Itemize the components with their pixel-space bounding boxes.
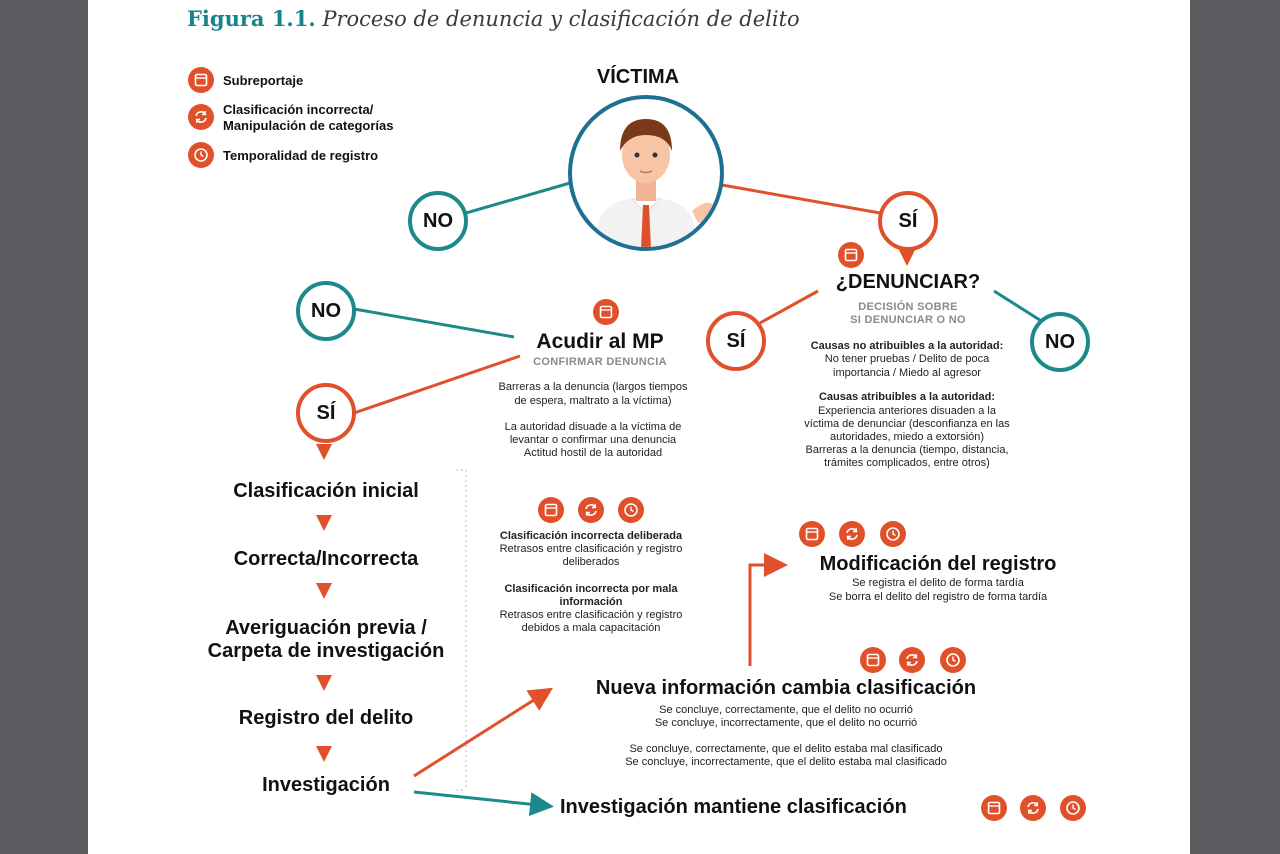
step-clasificacion-inicial: Clasificación inicial xyxy=(233,480,419,503)
legend-clasificacion-line2: Manipulación de categorías xyxy=(223,118,394,134)
clock-icon xyxy=(188,142,214,168)
causas-no-title: Causas no atribuibles a la autoridad: xyxy=(811,340,1004,354)
nueva-info-line3: Se concluye, correctamente, que el delit… xyxy=(629,743,942,757)
refresh-icon xyxy=(899,647,925,673)
clasif-deliberada-title: Clasificación incorrecta deliberada xyxy=(500,530,682,544)
step-carpeta-investigacion: Carpeta de investigación xyxy=(208,640,445,663)
clock-icon xyxy=(618,497,644,523)
legend-temporalidad: Temporalidad de registro xyxy=(223,148,378,164)
calendar-icon xyxy=(593,299,619,325)
refresh-icon xyxy=(1020,795,1046,821)
node-no-denunciar: NO xyxy=(1030,312,1090,372)
mp-line2: de espera, maltrato a la víctima) xyxy=(514,395,671,409)
causas-no-line1: No tener pruebas / Delito de poca xyxy=(825,353,990,367)
step-averiguacion-previa: Averiguación previa / xyxy=(225,617,427,640)
mp-line4: levantar o confirmar una denuncia xyxy=(510,434,676,448)
mp-line5: Actitud hostil de la autoridad xyxy=(524,447,662,461)
denunciar-sub1: DECISIÓN SOBRE xyxy=(858,301,958,313)
calendar-icon xyxy=(981,795,1007,821)
calendar-icon xyxy=(838,242,864,268)
mp-line1: Barreras a la denuncia (largos tiempos xyxy=(499,381,688,395)
clasif-deliberada-line2: deliberados xyxy=(563,556,620,570)
clasif-mala-info-line2: debidos a mala capacitación xyxy=(522,622,661,636)
modificacion-line2: Se borra el delito del registro de forma… xyxy=(829,591,1047,605)
causas-si-line5: trámites complicados, entre otros) xyxy=(824,457,990,471)
refresh-icon xyxy=(839,521,865,547)
mp-line3: La autoridad disuade a la víctima de xyxy=(505,421,682,435)
modificacion-title: Modificación del registro xyxy=(820,553,1057,576)
victim-avatar xyxy=(568,95,724,251)
denunciar-title: ¿DENUNCIAR? xyxy=(836,271,980,294)
calendar-icon xyxy=(538,497,564,523)
nueva-info-line1: Se concluye, correctamente, que el delit… xyxy=(659,704,913,718)
mp-title: Acudir al MP xyxy=(536,330,663,354)
modificacion-line1: Se registra el delito de forma tardía xyxy=(852,577,1024,591)
clasif-mala-info-title2: información xyxy=(560,596,623,610)
node-no-mp: NO xyxy=(296,281,356,341)
nueva-info-line4: Se concluye, incorrectamente, que el del… xyxy=(625,756,947,770)
causas-si-line1: Experiencia anteriores disuaden a la xyxy=(818,405,996,419)
clasif-mala-info-line1: Retrasos entre clasificación y registro xyxy=(500,609,683,623)
refresh-icon xyxy=(188,104,214,130)
calendar-icon xyxy=(860,647,886,673)
node-si-denunciar: SÍ xyxy=(706,311,766,371)
causas-si-line3: autoridades, miedo a extorsión) xyxy=(830,431,984,445)
clasif-mala-info-title1: Clasificación incorrecta por mala xyxy=(504,583,677,597)
causas-si-line2: víctima de denunciar (desconfianza en la… xyxy=(804,418,1009,432)
nueva-info-line2: Se concluye, incorrectamente, que el del… xyxy=(655,717,917,731)
legend-clasificacion: Clasificación incorrecta/ Manipulación d… xyxy=(223,102,394,134)
denunciar-sub2: SI DENUNCIAR O NO xyxy=(850,314,966,326)
refresh-icon xyxy=(578,497,604,523)
step-registro-delito: Registro del delito xyxy=(239,707,413,730)
causas-si-line4: Barreras a la denuncia (tiempo, distanci… xyxy=(806,444,1009,458)
legend-subreportaje: Subreportaje xyxy=(223,73,303,89)
clasif-deliberada-line1: Retrasos entre clasificación y registro xyxy=(500,543,683,557)
step-correcta-incorrecta: Correcta/Incorrecta xyxy=(234,548,419,571)
step-investigacion: Investigación xyxy=(262,774,390,797)
node-si-victim: SÍ xyxy=(878,191,938,251)
causas-no-line2: importancia / Miedo al agresor xyxy=(833,367,981,381)
node-no-victim: NO xyxy=(408,191,468,251)
clock-icon xyxy=(940,647,966,673)
clock-icon xyxy=(1060,795,1086,821)
calendar-icon xyxy=(188,67,214,93)
mp-sub: CONFIRMAR DENUNCIA xyxy=(533,356,667,368)
calendar-icon xyxy=(799,521,825,547)
victim-title: VÍCTIMA xyxy=(597,66,679,89)
nueva-info-title: Nueva información cambia clasificación xyxy=(596,677,976,700)
node-si-mp: SÍ xyxy=(296,383,356,443)
causas-si-title: Causas atribuibles a la autoridad: xyxy=(819,391,995,405)
mantiene-title: Investigación mantiene clasificación xyxy=(560,796,907,819)
legend-clasificacion-line1: Clasificación incorrecta/ xyxy=(223,102,394,118)
clock-icon xyxy=(880,521,906,547)
